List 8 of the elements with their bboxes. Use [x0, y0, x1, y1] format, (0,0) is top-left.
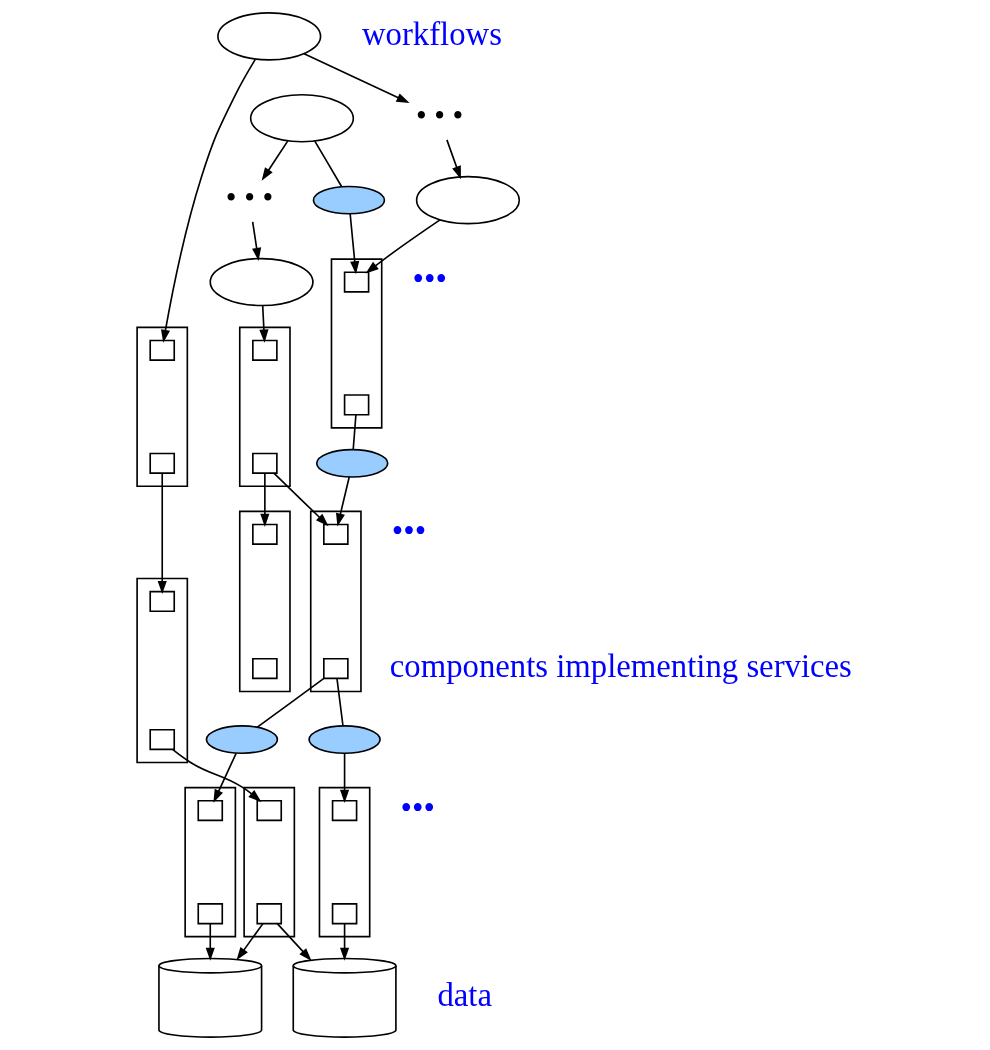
- node-text: • • •: [225, 180, 274, 215]
- label: components implementing services: [389, 647, 852, 684]
- label: •••: [391, 513, 427, 550]
- label: •••: [400, 789, 435, 826]
- label: data: [437, 977, 492, 1014]
- label: •••: [412, 261, 447, 298]
- node-text: • • •: [415, 98, 464, 133]
- label: workflows: [361, 15, 502, 52]
